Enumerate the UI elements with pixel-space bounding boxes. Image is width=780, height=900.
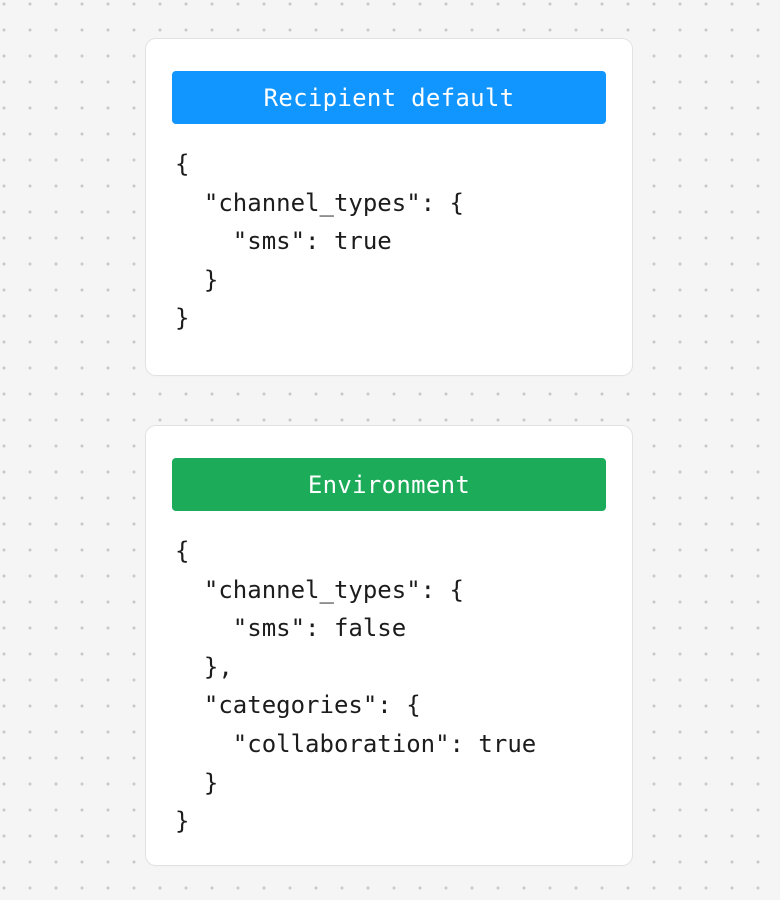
card-header-environment: Environment: [172, 458, 606, 511]
card-header-recipient-default: Recipient default: [172, 71, 606, 124]
json-preview: { "channel_types": { "sms": true } }: [175, 150, 464, 333]
card-header-label: Environment: [307, 470, 471, 499]
card-body-recipient-default: { "channel_types": { "sms": true } }: [175, 145, 614, 338]
card-environment[interactable]: Environment { "channel_types": { "sms": …: [145, 425, 633, 866]
card-recipient-default[interactable]: Recipient default { "channel_types": { "…: [145, 38, 633, 376]
json-preview: { "channel_types": { "sms": false }, "ca…: [175, 537, 537, 836]
card-body-environment: { "channel_types": { "sms": false }, "ca…: [175, 532, 614, 841]
card-header-label: Recipient default: [263, 83, 515, 112]
